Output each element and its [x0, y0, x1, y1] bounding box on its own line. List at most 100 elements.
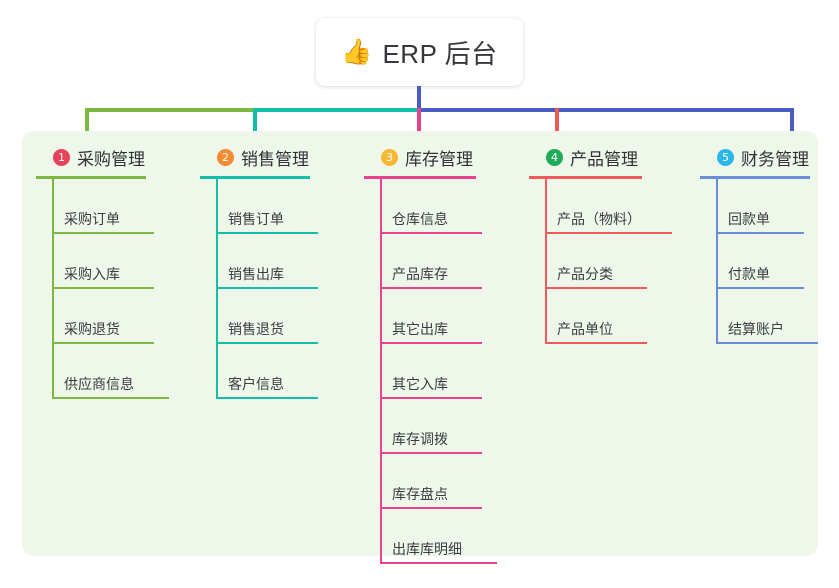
leaf-item[interactable]: 采购入库 [52, 234, 154, 289]
leaf-list-sales: 销售订单销售出库销售退货客户信息 [200, 179, 318, 399]
column-rule-sales [200, 176, 310, 179]
leaf-underline [545, 287, 647, 289]
leaf-item[interactable]: 产品库存 [380, 234, 482, 289]
leaf-label: 结算账户 [728, 321, 784, 337]
leaf-item[interactable]: 销售订单 [216, 179, 318, 234]
column-header-sales[interactable]: 2 销售管理 [200, 144, 310, 170]
column-finance: 5 财务管理回款单付款单结算账户 [700, 144, 818, 344]
column-purchase: 1 采购管理采购订单采购入库采购退货供应商信息 [36, 144, 169, 399]
column-spine-finance [716, 179, 718, 344]
column-title-purchase: 采购管理 [77, 149, 145, 169]
column-title-finance: 财务管理 [741, 149, 809, 169]
root-stem-connector [417, 86, 421, 112]
bus-segment-blue [417, 108, 792, 112]
leaf-item[interactable]: 销售退货 [216, 289, 318, 344]
column-rule-product [529, 176, 642, 179]
leaf-item[interactable]: 供应商信息 [52, 344, 169, 399]
leaf-item[interactable]: 其它出库 [380, 289, 482, 344]
leaf-underline [216, 287, 318, 289]
leaf-label: 销售订单 [228, 211, 284, 227]
drop-product [555, 108, 559, 146]
badge-number-product: 4 [546, 148, 563, 166]
leaf-label: 其它出库 [392, 321, 448, 337]
leaf-list-finance: 回款单付款单结算账户 [700, 179, 818, 344]
leaf-label: 产品单位 [557, 321, 613, 337]
drop-inventory [417, 108, 421, 146]
column-header-finance[interactable]: 5 财务管理 [700, 144, 810, 170]
leaf-underline [716, 342, 818, 344]
leaf-label: 产品（物料） [557, 211, 641, 227]
badge-number-sales: 2 [217, 148, 234, 166]
leaf-underline [380, 507, 482, 509]
leaf-label: 销售出库 [228, 266, 284, 282]
leaf-item[interactable]: 回款单 [716, 179, 810, 234]
leaf-label: 产品库存 [392, 266, 448, 282]
column-title-inventory: 库存管理 [405, 149, 473, 169]
leaf-label: 采购订单 [64, 211, 120, 227]
leaf-item[interactable]: 付款单 [716, 234, 810, 289]
badge-number-finance: 5 [717, 148, 734, 166]
leaf-item[interactable]: 产品（物料） [545, 179, 672, 234]
column-spine-product [545, 179, 547, 344]
leaf-label: 仓库信息 [392, 211, 448, 227]
drop-sales [253, 108, 257, 146]
leaf-underline [545, 232, 672, 234]
column-title-product: 产品管理 [570, 149, 638, 169]
leaf-label: 其它入库 [392, 376, 448, 392]
thumbs-up-icon: 👍 [341, 37, 373, 66]
leaf-item[interactable]: 产品分类 [545, 234, 647, 289]
leaf-item[interactable]: 销售出库 [216, 234, 318, 289]
column-spine-inventory [380, 179, 382, 564]
root-title: ERP 后台 [382, 38, 498, 69]
leaf-underline [52, 287, 154, 289]
leaf-underline [716, 232, 804, 234]
leaf-item[interactable]: 结算账户 [716, 289, 818, 344]
leaf-underline [380, 397, 482, 399]
leaf-label: 回款单 [728, 211, 770, 227]
leaf-underline [216, 232, 318, 234]
leaf-label: 付款单 [728, 266, 770, 282]
leaf-underline [545, 342, 647, 344]
bus-segment-teal [253, 108, 419, 112]
leaf-item[interactable]: 采购订单 [52, 179, 154, 234]
leaf-item[interactable]: 库存调拨 [380, 399, 482, 454]
column-spine-purchase [52, 179, 54, 399]
leaf-underline [216, 342, 318, 344]
leaf-list-purchase: 采购订单采购入库采购退货供应商信息 [36, 179, 169, 399]
leaf-item[interactable]: 其它入库 [380, 344, 482, 399]
leaf-label: 供应商信息 [64, 376, 134, 392]
leaf-underline [52, 342, 154, 344]
leaf-label: 库存盘点 [392, 486, 448, 502]
leaf-item[interactable]: 库存盘点 [380, 454, 482, 509]
leaf-underline [380, 287, 482, 289]
leaf-item[interactable]: 采购退货 [52, 289, 154, 344]
drop-finance [790, 108, 794, 146]
column-product: 4 产品管理产品（物料） 产品分类产品单位 [529, 144, 672, 344]
leaf-underline [380, 232, 482, 234]
leaf-underline [52, 397, 169, 399]
leaf-label: 采购退货 [64, 321, 120, 337]
leaf-underline [52, 232, 154, 234]
leaf-item[interactable]: 仓库信息 [380, 179, 482, 234]
column-rule-inventory [364, 176, 476, 179]
column-header-product[interactable]: 4 产品管理 [529, 144, 647, 170]
badge-number-purchase: 1 [53, 148, 70, 166]
leaf-underline [380, 562, 497, 564]
root-node[interactable]: 👍 ERP 后台 [316, 18, 523, 86]
leaf-label: 客户信息 [228, 376, 284, 392]
column-header-purchase[interactable]: 1 采购管理 [36, 144, 146, 170]
leaf-underline [380, 342, 482, 344]
leaf-label: 库存调拨 [392, 431, 448, 447]
column-rule-purchase [36, 176, 146, 179]
leaf-item[interactable]: 产品单位 [545, 289, 647, 344]
leaf-label: 产品分类 [557, 266, 613, 282]
leaf-label: 出库库明细 [392, 541, 462, 557]
bus-segment-green [85, 108, 255, 112]
column-title-sales: 销售管理 [241, 149, 309, 169]
column-sales: 2 销售管理销售订单销售出库销售退货客户信息 [200, 144, 318, 399]
leaf-item[interactable]: 客户信息 [216, 344, 318, 399]
drop-purchase [85, 108, 89, 146]
leaf-label: 销售退货 [228, 321, 284, 337]
leaf-item[interactable]: 出库库明细 [380, 509, 497, 564]
